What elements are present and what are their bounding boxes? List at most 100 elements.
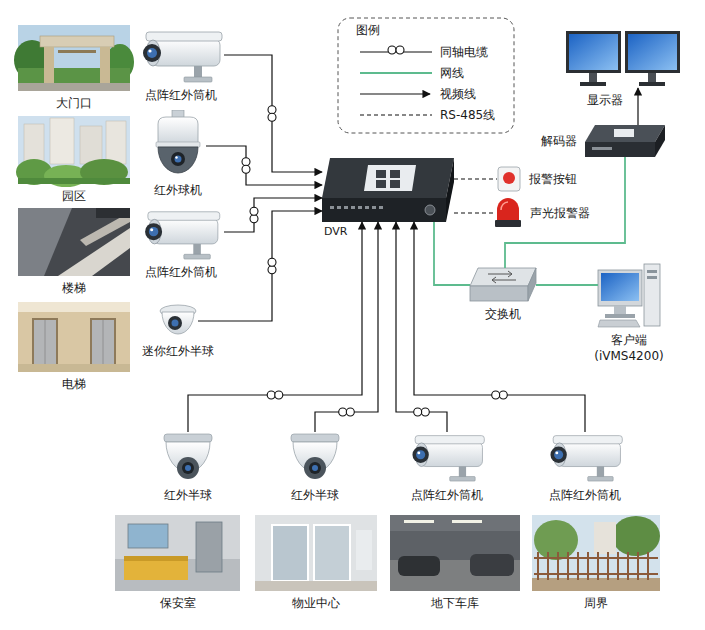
legend-label: 同轴电缆 [440,44,488,60]
site-photo: 地下车库 [390,515,520,591]
rs485-line [454,178,497,179]
photo-elevator-part [34,320,56,366]
strobe-siren-icon-part [501,202,508,210]
dome-camera: 红外半球 [287,432,343,484]
caption-box: 报警按钮 [529,171,577,187]
legend-title: 图例 [356,22,380,38]
dvr-icon-part-part [337,206,341,209]
node-label: 周界 [584,595,608,611]
photo-elevator [18,302,130,372]
photo-perimeter-part-part [567,552,569,580]
photo-park [16,116,130,187]
photo-stairs-part [96,208,130,218]
node-label: 点阵红外筒机 [145,264,217,280]
network-line [536,284,598,286]
site-photo: 保安室 [115,515,240,591]
dvr-icon-part [322,198,446,222]
photo-elevator-part [45,320,46,366]
photo-perimeter [532,515,660,591]
ptz-camera: 红外球机 [150,110,206,178]
node-label: 楼梯 [62,280,86,296]
dvr-icon-part-part [351,206,355,209]
switch-icon-part [470,268,536,286]
photo-property-office-part [314,525,350,581]
caption-box: 电梯 [62,376,86,392]
mini-dome-icon [160,305,196,334]
photo-perimeter-part-part [537,552,539,580]
coax-symbol [268,258,276,266]
legend-box-part [396,46,404,54]
node-label: 红外球机 [154,182,202,198]
caption-box: 楼梯 [62,280,86,296]
dvr-icon [322,158,454,222]
photo-garage-part [452,520,482,523]
decoder: 解码器 [585,125,665,157]
photo-elevator-part [18,364,130,372]
photo-perimeter-part [594,522,616,554]
legend-box-part [360,114,432,115]
photo-gate-part [58,50,96,53]
monitor-icon [566,31,680,86]
node-label: 点阵红外筒机 [411,487,483,503]
coax-cable [396,222,447,432]
client-pc-icon-part [644,264,660,326]
dvr-icon-part-part [330,206,334,209]
photo-elevator-part [32,318,58,366]
site-photo: 大门口 [18,25,130,91]
bullet-camera-icon [412,436,484,481]
photo-perimeter-part [532,578,660,591]
photo-elevator-part [18,302,130,372]
dvr-icon-part [364,165,416,191]
photo-guardroom-part [115,515,240,591]
photo-elevator-part [18,302,130,312]
client-pc-icon [598,264,660,327]
dome-camera-icon [164,434,212,479]
strobe-siren-icon-part [495,220,521,227]
decoder-icon [585,125,665,157]
dome-camera: 红外半球 [160,432,216,484]
photo-gate-part [44,47,54,83]
bullet-camera-icon [550,436,622,481]
photo-garage-part [398,556,440,576]
caption-box: 解码器 [541,133,577,149]
coax-cable [315,222,378,432]
legend-label: 视频线 [440,86,476,102]
node-label: 保安室 [160,595,196,611]
node-label: 大门口 [56,95,92,111]
node-label: 红外半球 [164,487,212,503]
photo-guardroom-part [124,560,188,580]
network-line [434,222,470,285]
caption-box: 保安室 [160,595,196,611]
coax-symbol [421,408,429,416]
video-line [637,88,638,125]
dome-camera-icon [291,434,339,479]
monitor-icon-part [569,34,618,70]
node-label: 迷你红外半球 [142,343,214,359]
monitor-icon-part [566,31,621,73]
mini-dome-camera: 迷你红外半球 [158,303,198,339]
photo-stairs-part [18,208,130,276]
ptz-camera-icon [156,110,200,173]
photo-perimeter-part-part [534,557,658,559]
photo-perimeter-part-part [547,552,549,580]
node-label: 园区 [62,188,86,204]
dvr-icon-part [425,205,435,215]
dvr-icon-part [376,180,386,188]
node-label: 点阵红外筒机 [549,487,621,503]
photo-property-office-part [255,581,377,591]
coax-symbol [499,391,507,399]
photo-park-part [50,118,74,164]
network-switch: 交换机 [470,268,536,302]
caption-box: 周界 [584,595,608,611]
dvr-icon-part-part [379,206,383,209]
photo-perimeter-part [612,516,660,556]
photo-perimeter-part-part [637,552,639,580]
caption-box: 地下车库 [431,595,479,611]
photo-gate [14,25,134,91]
coax-symbol [250,215,258,223]
photo-guardroom [115,515,240,591]
node-label: 交换机 [485,306,521,322]
decoder-icon-part [592,147,612,150]
caption-box: DVR [324,225,347,239]
photo-property-office-part [356,530,372,570]
